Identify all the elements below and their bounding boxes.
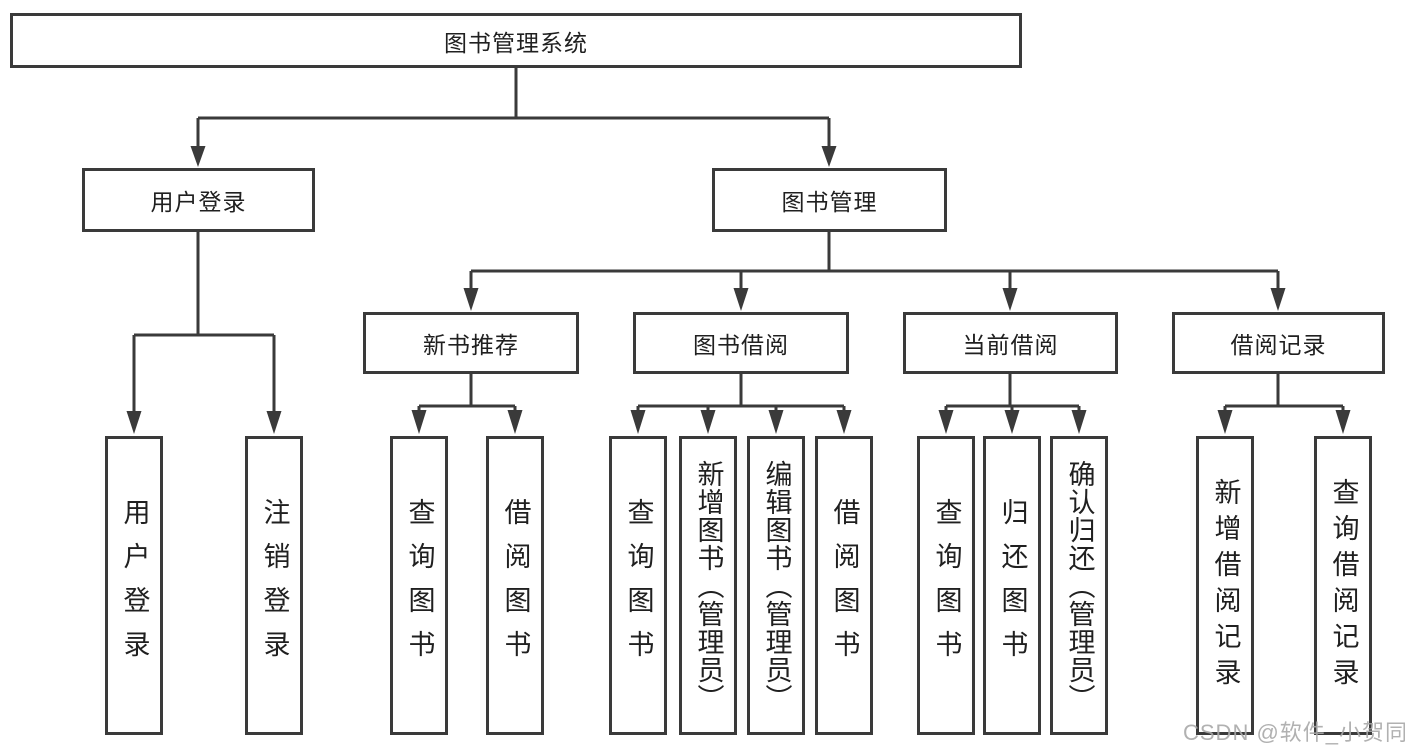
arrowhead (836, 410, 852, 434)
leaf-edit-books-admin: 编辑图书（管理员） (747, 436, 805, 735)
node-label: 新书推荐 (423, 332, 519, 358)
connector-borrow-records-to-leaves (1217, 374, 1351, 434)
leaf-query-books-recommend: 查询图书 (390, 436, 448, 735)
node-label: 查询借阅记录 (1328, 477, 1359, 694)
leaf-query-books-borrow: 查询图书 (609, 436, 667, 735)
node-label: 归还图书 (997, 497, 1028, 674)
node-label: 借阅记录 (1230, 332, 1327, 358)
arrowhead (938, 410, 954, 434)
node-current-borrow: 当前借阅 (903, 312, 1118, 374)
node-label: 查询图书 (931, 497, 962, 674)
node-label: 借阅图书 (829, 497, 860, 674)
arrowhead (1335, 410, 1351, 434)
node-label: 用户登录 (119, 497, 150, 674)
leaf-logout: 注销登录 (245, 436, 303, 735)
leaf-query-borrow-record: 查询借阅记录 (1314, 436, 1372, 735)
node-label: 确认归还（管理员） (1064, 459, 1095, 712)
leaf-add-books-admin: 新增图书（管理员） (679, 436, 737, 735)
arrowhead (1002, 288, 1018, 311)
arrowhead (1270, 288, 1286, 311)
leaf-borrow-books-recommend: 借阅图书 (486, 436, 544, 735)
node-label: 借阅图书 (500, 497, 531, 674)
leaf-add-borrow-record: 新增借阅记录 (1196, 436, 1254, 735)
node-label: 图书管理系统 (444, 29, 588, 56)
leaf-return-books: 归还图书 (983, 436, 1041, 735)
node-label: 查询图书 (623, 497, 654, 674)
arrowhead (411, 410, 427, 434)
connector-root-to-level2 (190, 68, 837, 167)
node-label: 编辑图书（管理员） (761, 459, 792, 712)
node-label: 图书管理 (781, 189, 878, 215)
arrowhead (1071, 410, 1087, 434)
leaf-query-books-current: 查询图书 (917, 436, 975, 735)
arrowhead (1217, 410, 1233, 434)
connector-current-borrow-to-leaves (938, 374, 1087, 434)
node-label: 当前借阅 (962, 332, 1059, 358)
connector-user-login-to-leaves (126, 232, 282, 434)
arrowhead (700, 410, 716, 434)
arrowhead (507, 410, 523, 434)
arrowhead (463, 288, 479, 311)
node-label: 图书借阅 (693, 332, 789, 358)
node-label: 注销登录 (259, 497, 290, 674)
connector-new-book-recommend-to-leaves (411, 374, 523, 434)
node-label: 查询图书 (404, 497, 435, 674)
node-root-library-management-system: 图书管理系统 (10, 13, 1022, 68)
node-label: 用户登录 (150, 189, 247, 215)
connector-book-borrow-to-leaves (630, 374, 852, 434)
arrowhead (266, 411, 282, 434)
leaf-user-login: 用户登录 (105, 436, 163, 735)
arrowhead (733, 288, 749, 311)
arrowhead (190, 146, 206, 167)
watermark: CSDN @软件_小贺同学 (1183, 720, 1405, 745)
leaf-confirm-return-admin: 确认归还（管理员） (1050, 436, 1108, 735)
leaf-borrow-books: 借阅图书 (815, 436, 873, 735)
arrowhead (630, 410, 646, 434)
node-user-login: 用户登录 (82, 168, 315, 232)
arrowhead (126, 411, 142, 434)
node-label: 新增图书（管理员） (693, 459, 724, 712)
node-label: 新增借阅记录 (1210, 477, 1241, 694)
node-borrow-records: 借阅记录 (1172, 312, 1385, 374)
node-book-borrow: 图书借阅 (633, 312, 849, 374)
arrowhead (821, 146, 837, 167)
arrowhead (1004, 410, 1020, 434)
node-book-management: 图书管理 (712, 168, 947, 232)
node-new-book-recommend: 新书推荐 (363, 312, 579, 374)
arrowhead (768, 410, 784, 434)
connector-book-management-to-level3 (463, 232, 1286, 311)
